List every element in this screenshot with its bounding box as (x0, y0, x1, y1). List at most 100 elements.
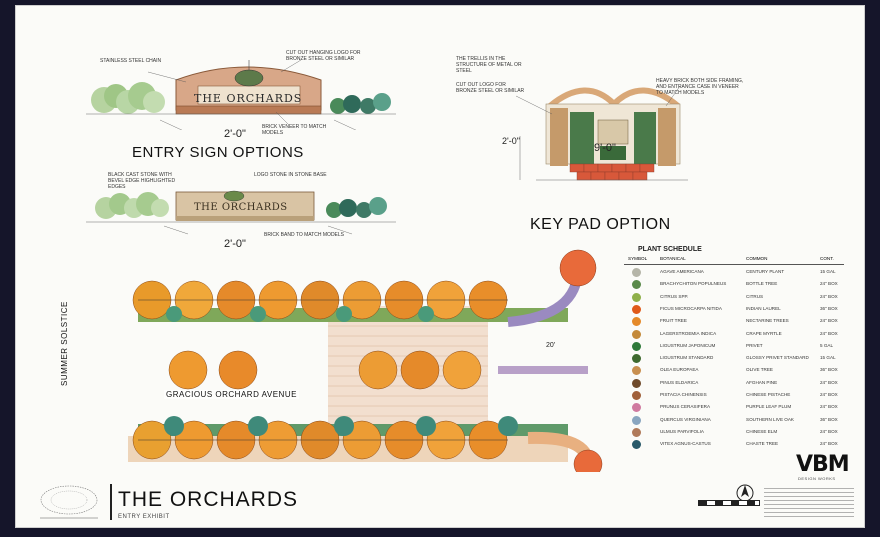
note-logo: CUT OUT HANGING LOGO FOR BRONZE STEEL OR… (286, 50, 361, 62)
title-divider (110, 484, 112, 520)
firm-subtitle: DESIGN WORKS (798, 476, 836, 481)
schedule-cont: 15 GAL (820, 355, 836, 361)
schedule-botanical: LIGUSTRUM JAPONICUM (660, 342, 716, 348)
firm-logo: VBM (796, 452, 850, 477)
keypad-heading: KEY PAD OPTION (530, 216, 671, 233)
sign-2-text: THE ORCHARDS (194, 202, 288, 213)
schedule-common: PRIVET (746, 342, 763, 348)
schedule-row: AGAVE AMERICANA CENTURY PLANT 15 GAL (624, 266, 844, 279)
schedule-common: CITRUS (746, 293, 764, 299)
schedule-common: CHINESE PISTACHE (746, 392, 791, 397)
schedule-common: CHINESE ELM (746, 428, 778, 434)
schedule-botanical: FRUIT TREE (660, 318, 687, 324)
dim-sign-2: 2'-0" (224, 238, 246, 250)
note-logo-stone: LOGO STONE IN STONE BASE (254, 172, 327, 178)
plant-symbol-icon (632, 280, 641, 290)
note-brick: BRICK VENEER TO MATCH MODELS (262, 124, 327, 136)
schedule-cont: 24" BOX (820, 379, 838, 385)
schedule-cont: 36" BOX (820, 367, 838, 373)
title-block-subtitle: ENTRY EXHIBIT (118, 514, 170, 520)
plant-symbol-icon (632, 403, 641, 413)
schedule-row: PRUNUS CERASIFERA PURPLE LEAF PLUM 24" BOX (624, 401, 844, 414)
schedule-row: LIGUSTRUM JAPONICUM PRIVET 5 GAL (624, 340, 844, 353)
schedule-common: INDIAN LAUREL (746, 305, 781, 311)
schedule-common: GLOSSY PRIVET STANDARD (746, 355, 809, 361)
schedule-cont: 24" BOX (820, 428, 838, 434)
keypad-elevation (516, 85, 688, 181)
entry-sign-heading: ENTRY SIGN OPTIONS (132, 144, 304, 161)
schedule-common: NECTARINE TREES (746, 318, 789, 324)
schedule-cont: 36" BOX (820, 416, 838, 422)
plan-dim-right: 20' (546, 342, 556, 349)
plant-symbol-icon (632, 341, 641, 351)
schedule-cont: 24" BOX (820, 392, 838, 397)
schedule-header: SYMBOL BOTANICAL COMMON CONT. (624, 256, 844, 265)
schedule-row: FRUIT TREE NECTARINE TREES 24" BOX (624, 315, 844, 328)
title-block-title: THE ORCHARDS (118, 488, 299, 511)
keypad-note-left: CUT OUT LOGO FOR BRONZE STEEL OR SIMILAR (456, 82, 525, 94)
schedule-row: OLEA EUROPAEA OLIVE TREE 36" BOX (624, 364, 844, 377)
schedule-common: SOUTHERN LIVE OAK (746, 416, 794, 422)
schedule-common: AFGHAN PINE (746, 379, 778, 385)
schedule-cont: 24" BOX (820, 404, 838, 410)
schedule-header-common: COMMON (746, 256, 768, 261)
plant-symbol-icon (632, 292, 641, 302)
schedule-row: ULMUS PARVIFOLIA CHINESE ELM 24" BOX (624, 426, 844, 439)
dim-sign-1: 2'-0" (224, 128, 246, 140)
schedule-botanical: PINUS ELDARICA (660, 379, 699, 385)
plant-symbol-icon (632, 304, 641, 314)
schedule-botanical: ULMUS PARVIFOLIA (660, 428, 704, 434)
entry-sign-elevation-2 (86, 190, 396, 235)
schedule-cont: 24" BOX (820, 293, 838, 299)
schedule-common: CENTURY PLANT (746, 269, 785, 274)
note-brick-band: BRICK BAND TO MATCH MODELS (264, 232, 345, 238)
schedule-botanical: AGAVE AMERICANA (660, 269, 704, 274)
plant-schedule: PLANT SCHEDULE SYMBOL BOTANICAL COMMON C… (624, 246, 856, 452)
keypad-dim-height: 2'-0" (502, 136, 520, 146)
schedule-cont: 15 GAL (820, 269, 836, 274)
plant-symbol-icon (632, 415, 641, 425)
plant-symbol-icon (632, 427, 641, 437)
plant-symbol-icon (632, 391, 641, 400)
plant-symbol-icon (632, 329, 641, 339)
plant-symbol-icon (632, 354, 641, 364)
schedule-cont: 24" BOX (820, 281, 838, 287)
keypad-note-right: HEAVY BRICK BOTH SIDE FRAMING, AND ENTRA… (656, 78, 744, 96)
schedule-cont: 24" BOX (820, 318, 838, 324)
schedule-row: VITEX AGNUS-CASTUS CHASTE TREE 24" BOX (624, 438, 844, 451)
drawing-sheet: THE ORCHARDS STAINLESS STEEL CHAIN CUT O… (16, 6, 864, 527)
schedule-header-symbol: SYMBOL (628, 256, 648, 261)
street-label: SUMMER SOLSTICE (60, 301, 69, 386)
keypad-dim-width: 9'-0" (594, 142, 616, 154)
schedule-rows: AGAVE AMERICANA CENTURY PLANT 15 GAL BRACHY… (624, 266, 844, 456)
schedule-common: BOTTLE TREE (746, 281, 778, 287)
schedule-cont: 24" BOX (820, 441, 838, 447)
site-logo-tree-icon (40, 485, 98, 519)
schedule-common: CRAPE MYRTLE (746, 330, 782, 336)
schedule-common: CHASTE TREE (746, 441, 779, 447)
avenue-label: GRACIOUS ORCHARD AVENUE (164, 390, 299, 399)
site-plan (128, 249, 603, 472)
keypad-note-top: THE TRELLIS IN THE STRUCTURE OF METAL OR… (456, 56, 522, 74)
note-black-base: BLACK CAST STONE WITH BEVEL EDGE HIGHLIG… (108, 172, 176, 190)
schedule-cont: 24" BOX (820, 330, 838, 336)
schedule-botanical: FICUS MICROCARPA NITIDA (660, 305, 722, 311)
sign-1-text: THE ORCHARDS (194, 92, 303, 105)
schedule-common: OLIVE TREE (746, 367, 773, 373)
schedule-cont: 36" BOX (820, 305, 838, 311)
schedule-botanical: BRACHYCHITON POPULNEUS (660, 281, 727, 287)
schedule-header-botanical: BOTANICAL (660, 256, 686, 261)
schedule-botanical: LAGERSTROEMIA INDICA (660, 330, 717, 336)
schedule-row: FICUS MICROCARPA NITIDA INDIAN LAUREL 36" … (624, 303, 844, 316)
schedule-botanical: PRUNUS CERASIFERA (660, 404, 711, 410)
plant-symbol-icon (632, 440, 641, 450)
schedule-cont: 5 GAL (820, 342, 834, 348)
schedule-row: PINUS ELDARICA AFGHAN PINE 24" BOX (624, 377, 844, 390)
schedule-common: PURPLE LEAF PLUM (746, 404, 792, 410)
schedule-botanical: OLEA EUROPAEA (660, 367, 699, 373)
entry-sign-elevation-1 (86, 59, 396, 130)
schedule-botanical: VITEX AGNUS-CASTUS (660, 441, 711, 447)
